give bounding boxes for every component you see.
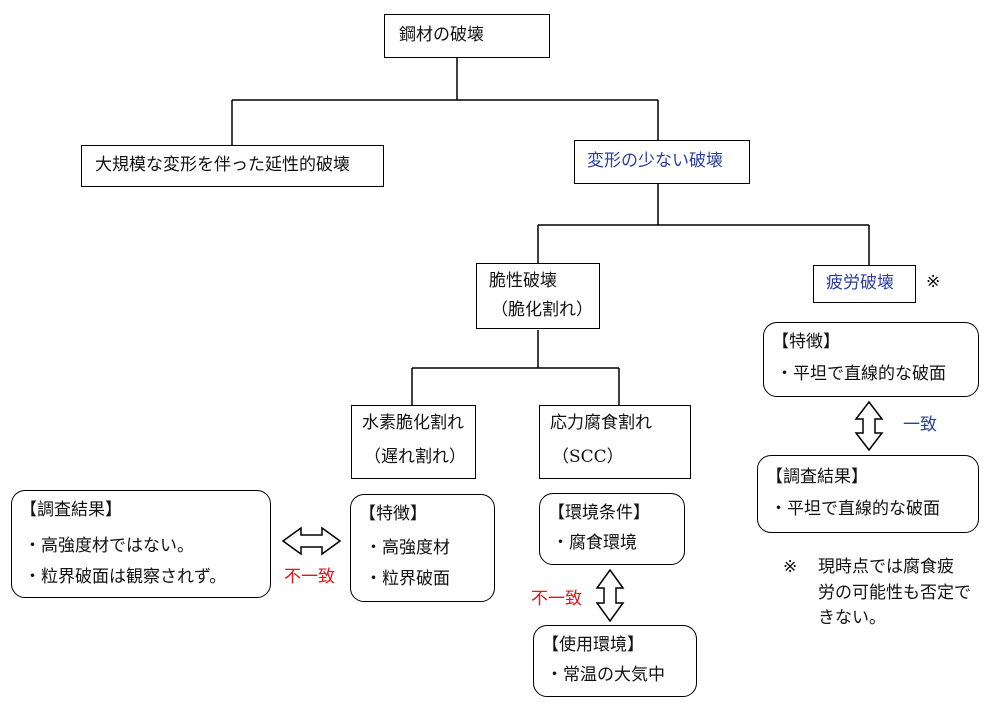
panel-title: 【特徴】: [359, 504, 427, 524]
panel-item: ・粒界破面: [365, 569, 450, 589]
fatigue-label: 疲労破壊: [826, 273, 894, 293]
mismatch-hydrogen-label: 不一致: [284, 567, 335, 587]
panel-item: ・平坦で直線的な破面: [776, 364, 946, 384]
panel-item: ・粒界破面は観察されず。: [24, 567, 227, 587]
hydrogen-label-1: 水素脆化割れ: [362, 413, 464, 433]
scc-label-2: （SCC）: [552, 447, 624, 467]
panel-item: ・平坦で直線的な破面: [770, 499, 940, 519]
match-fatigue-label: 一致: [903, 415, 937, 435]
root-node: 鋼材の破壊: [384, 14, 550, 58]
fatigue-mark: ※: [926, 272, 941, 292]
panel-title: 【特徴】: [772, 332, 840, 352]
hydrogen-features-panel: 【特徴】 ・高強度材 ・粒界破面: [350, 494, 495, 602]
note-line: 現時点では腐食疲: [818, 557, 954, 577]
panel-item: ・常温の大気中: [546, 665, 665, 685]
hydrogen-label-2: （遅れ割れ）: [364, 447, 466, 467]
brittle-label-1: 脆性破壊: [489, 271, 557, 291]
note-line: 労の可能性も否定で: [818, 583, 971, 603]
mismatch-scc-label: 不一致: [531, 589, 582, 609]
scc-label-1: 応力腐食割れ: [550, 413, 652, 433]
double-arrow-vertical-fatigue: [854, 400, 884, 452]
scc-node: 応力腐食割れ （SCC）: [539, 405, 691, 479]
ductile-node: 大規模な変形を伴った延性的破壊: [81, 145, 384, 187]
panel-title: 【調査結果】: [766, 467, 868, 487]
panel-item: ・高強度材ではない。: [24, 536, 194, 556]
note-mark: ※: [783, 557, 798, 577]
root-label: 鋼材の破壊: [399, 25, 484, 45]
hydrogen-node: 水素脆化割れ （遅れ割れ）: [351, 405, 476, 479]
double-arrow-vertical-scc: [595, 568, 625, 623]
panel-item: ・腐食環境: [552, 533, 637, 553]
panel-title: 【環境条件】: [548, 503, 650, 523]
brittle-label-2: （脆化割れ）: [491, 300, 593, 320]
fatigue-node: 疲労破壊: [813, 265, 916, 303]
little-deform-node: 変形の少ない破壊: [574, 140, 750, 184]
panel-title: 【使用環境】: [542, 635, 644, 655]
fatigue-features-panel: 【特徴】 ・平坦で直線的な破面: [763, 322, 979, 397]
note-line: きない。: [818, 608, 886, 628]
survey-left-panel: 【調査結果】 ・高強度材ではない。 ・粒界破面は観察されず。: [11, 490, 271, 598]
little-deform-label: 変形の少ない破壊: [587, 151, 723, 171]
panel-item: ・高強度材: [365, 538, 450, 558]
ductile-label: 大規模な変形を伴った延性的破壊: [95, 155, 350, 175]
scc-usage-panel: 【使用環境】 ・常温の大気中: [533, 625, 697, 697]
panel-title: 【調査結果】: [20, 500, 122, 520]
fatigue-survey-panel: 【調査結果】 ・平坦で直線的な破面: [757, 455, 979, 533]
brittle-node: 脆性破壊 （脆化割れ）: [476, 263, 600, 329]
double-arrow-horizontal: [281, 526, 342, 556]
scc-env-panel: 【環境条件】 ・腐食環境: [539, 493, 685, 565]
